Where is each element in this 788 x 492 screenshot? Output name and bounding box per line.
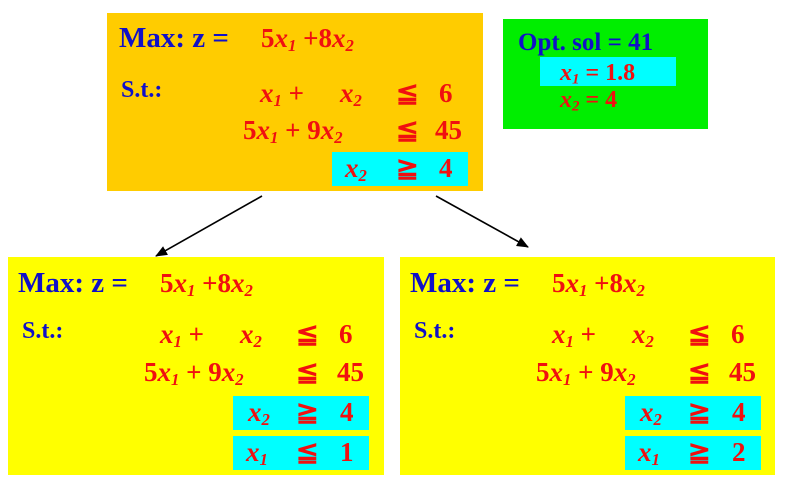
left-st-label: S.t.:: [22, 318, 64, 344]
right-objective-label: Max: z =: [410, 267, 520, 299]
root-constraint-1-rhs: 6: [439, 78, 453, 108]
root-objective-label: Max: z =: [119, 22, 229, 54]
right-st-label: S.t.:: [414, 318, 456, 344]
left-constraint-1-rhs: 6: [339, 319, 353, 349]
arrow-to-left: [155, 195, 263, 257]
left-constraint-1-lhs: x1 +: [160, 319, 205, 352]
right-constraint-2-rhs: 45: [729, 357, 756, 387]
right-constraint-1-rel: ≦: [688, 319, 711, 349]
root-added-constraint: x2 ≧ 4: [332, 152, 468, 186]
root-objective: 5x1 +8x2: [261, 23, 354, 56]
root-constraint-1-rel: ≦: [396, 78, 419, 108]
root-node: Max: z = 5x1 +8x2 S.t.: x1 + x2 ≦ 6 5x1 …: [107, 13, 483, 191]
right-constraint-1-lhs: x1 +: [552, 319, 597, 352]
right-objective: 5x1 +8x2: [552, 268, 645, 301]
right-added-constraint-2: x1 ≧ 2: [625, 436, 761, 470]
left-constraint-1-rel: ≦: [296, 319, 319, 349]
left-objective-label: Max: z =: [18, 267, 128, 299]
solution-x1-highlight: [540, 57, 676, 86]
solution-box: Opt. sol = 41 x1 = 1.8 x2 = 4: [503, 19, 708, 129]
root-constraint-2-lhs: 5x1 + 9x2: [243, 115, 343, 148]
left-objective: 5x1 +8x2: [160, 268, 253, 301]
root-constraint-1-lhs: x1 +: [260, 78, 305, 111]
left-constraint-1-x2: x2: [240, 319, 262, 352]
solution-x1: x1 = 1.8: [560, 60, 636, 88]
solution-x2: x2 = 4: [560, 87, 618, 115]
right-constraint-2-lhs: 5x1 + 9x2: [536, 357, 636, 390]
solution-title: Opt. sol = 41: [518, 29, 654, 56]
root-constraint-2-rhs: 45: [435, 115, 462, 145]
right-added-constraint-1: x2 ≧ 4: [625, 396, 761, 430]
left-added-constraint-1: x2 ≧ 4: [233, 396, 369, 430]
root-constraint-2-rel: ≦: [396, 115, 419, 145]
right-constraint-2-rel: ≦: [688, 357, 711, 387]
root-st-label: S.t.:: [121, 77, 163, 103]
arrow-to-right: [435, 195, 529, 248]
left-constraint-2-rel: ≦: [296, 357, 319, 387]
right-child-node: Max: z = 5x1 +8x2 S.t.: x1 + x2 ≦ 6 5x1 …: [400, 257, 775, 475]
left-constraint-2-lhs: 5x1 + 9x2: [144, 357, 244, 390]
right-constraint-1-rhs: 6: [731, 319, 745, 349]
left-child-node: Max: z = 5x1 +8x2 S.t.: x1 + x2 ≦ 6 5x1 …: [8, 257, 384, 475]
root-constraint-1-x2: x2: [340, 78, 362, 111]
left-added-constraint-2: x1 ≦ 1: [233, 436, 369, 470]
right-constraint-1-x2: x2: [632, 319, 654, 352]
left-constraint-2-rhs: 45: [337, 357, 364, 387]
